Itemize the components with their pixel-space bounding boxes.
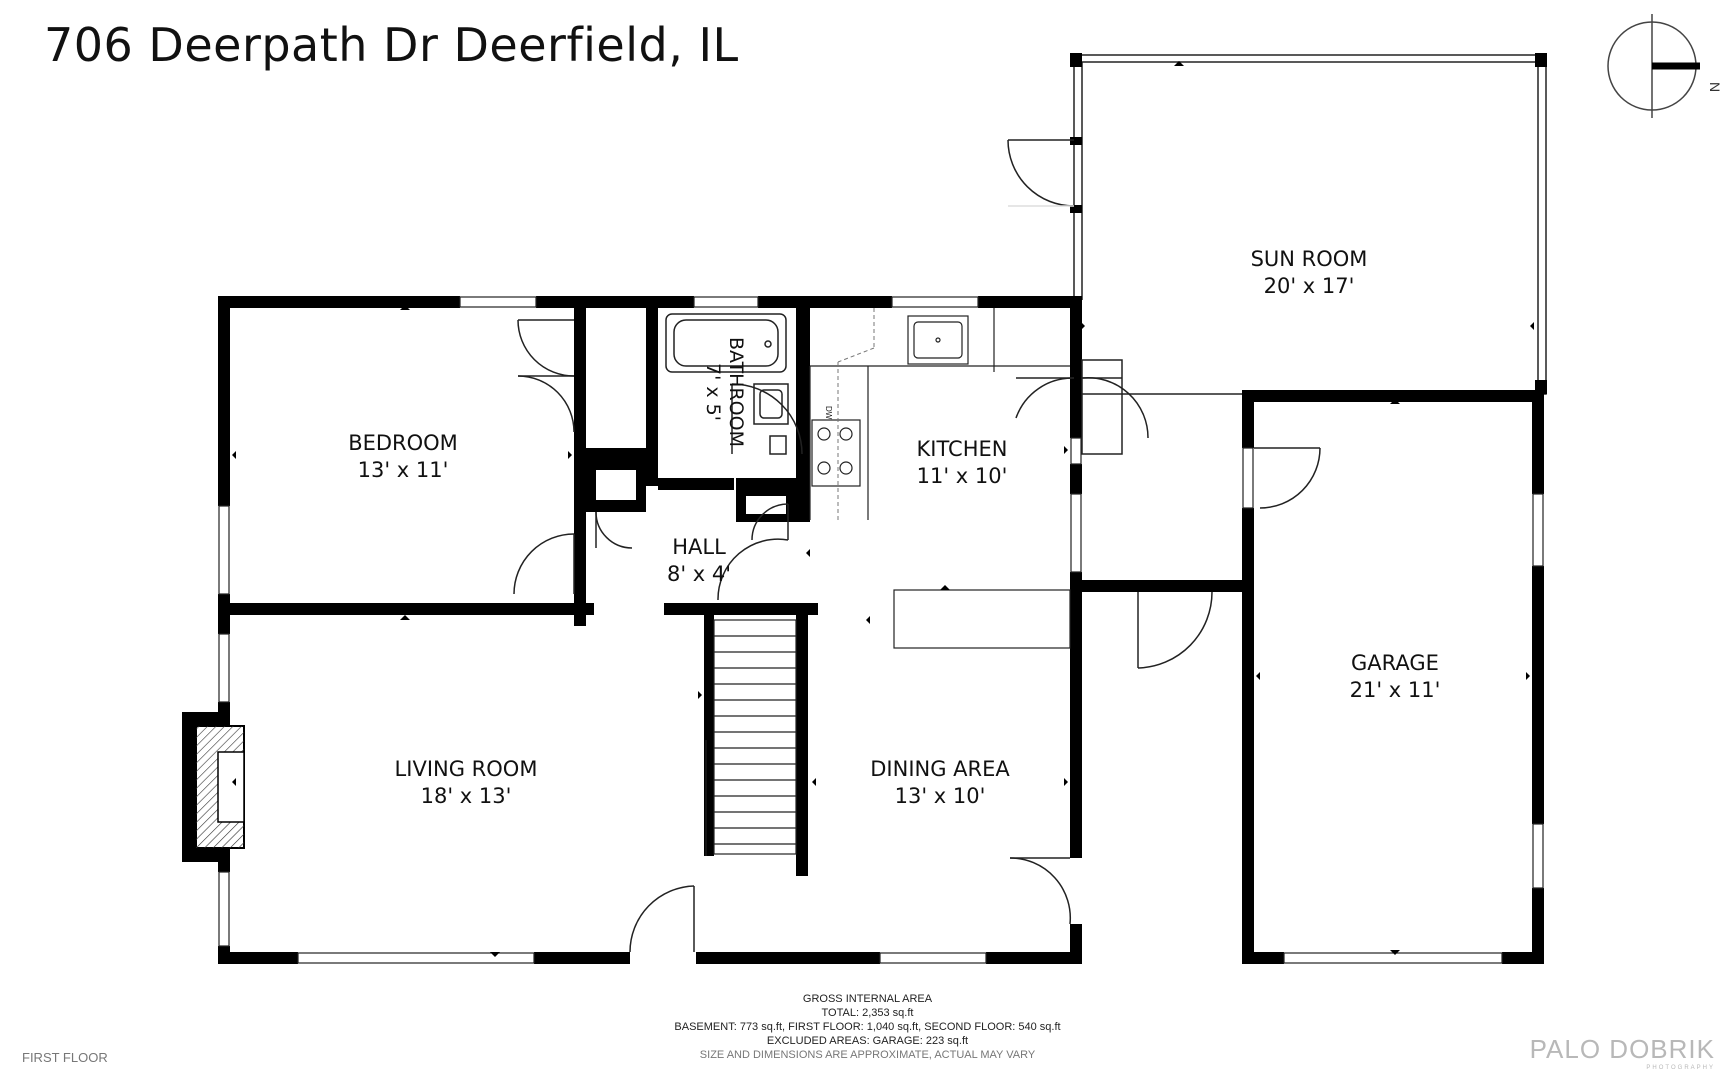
room-dims: 13' x 10' [894, 784, 986, 808]
room-label-living: LIVING ROOM 18' x 13' [395, 756, 538, 810]
room-dims: 20' x 17' [1263, 274, 1355, 298]
room-name: HALL [672, 535, 726, 559]
room-label-bedroom: BEDROOM 13' x 11' [348, 430, 458, 484]
room-name: BEDROOM [348, 431, 458, 455]
room-dims: 21' x 11' [1349, 678, 1441, 702]
garage-windows [1242, 447, 1544, 964]
sunroom-door [1007, 139, 1075, 207]
area-summary: GROSS INTERNAL AREA TOTAL: 2,353 sq.ft B… [0, 992, 1729, 1062]
area-heading: GROSS INTERNAL AREA [802, 993, 933, 1005]
room-label-hall: HALL 8' x 4' [667, 534, 731, 588]
windows [218, 296, 1082, 964]
room-name: LIVING ROOM [394, 757, 538, 781]
room-dims: 18' x 13' [420, 784, 512, 808]
room-dims: 11' x 10' [916, 464, 1008, 488]
kitchen-fixtures: DW [809, 308, 1071, 649]
compass-icon: N [1607, 14, 1723, 118]
area-breakdown: BASEMENT: 773 sq.ft, FIRST FLOOR: 1,040 … [674, 1021, 1061, 1033]
garage-walls [1242, 390, 1544, 964]
closet-interiors [596, 470, 786, 514]
fireplace [182, 712, 245, 862]
room-label-garage: GARAGE 21' x 11' [1350, 650, 1441, 704]
room-name: KITCHEN [916, 437, 1008, 461]
room-label-sunroom: SUN ROOM 20' x 17' [1251, 246, 1368, 300]
stairs [705, 619, 797, 856]
bathroom-fixtures [665, 313, 789, 455]
brand-name: PALO DOBRIK [1529, 1034, 1715, 1064]
doors [513, 319, 1321, 953]
plan-title: 706 Deerpath Dr Deerfield, IL [44, 18, 739, 72]
area-excluded: EXCLUDED AREAS: GARAGE: 223 sq.ft [766, 1035, 969, 1047]
dishwasher-label: DW [824, 406, 833, 420]
room-name: SUN ROOM [1250, 247, 1368, 271]
brand-logo: PALO DOBRIK PHOTOGRAPHY [1530, 1034, 1715, 1071]
room-name: GARAGE [1351, 651, 1439, 675]
room-label-kitchen: KITCHEN 11' x 10' [917, 436, 1008, 490]
compass-north-label: N [1707, 82, 1723, 92]
dimension-markers [232, 61, 1534, 957]
kitchen-dashed-lines [837, 308, 875, 520]
room-dims: 8' x 4' [666, 562, 732, 586]
room-dims: 13' x 11' [357, 458, 449, 482]
area-total: TOTAL: 2,353 sq.ft [821, 1007, 914, 1019]
room-name: DINING AREA [870, 757, 1010, 781]
sunroom-walls [1073, 54, 1547, 395]
brand-sub: PHOTOGRAPHY [1646, 1065, 1715, 1071]
room-label-bathroom: BATHROOM 7' x 5' [701, 337, 747, 447]
room-label-dining: DINING AREA 13' x 10' [870, 756, 1010, 810]
floor-name: FIRST FLOOR [22, 1050, 108, 1065]
area-disclaimer: SIZE AND DIMENSIONS ARE APPROXIMATE, ACT… [699, 1049, 1036, 1061]
sunroom-solid-walls [1070, 53, 1547, 394]
room-name: BATHROOM [725, 337, 747, 447]
room-dims: 7' x 5' [702, 363, 724, 421]
